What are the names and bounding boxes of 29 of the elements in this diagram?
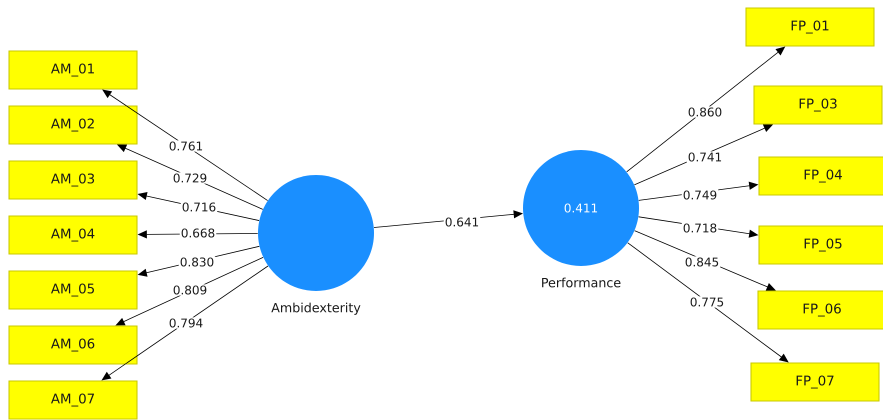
edge-label: 0.761 xyxy=(168,140,204,152)
indicator-box: FP_03 xyxy=(753,85,883,125)
edge-label: 0.860 xyxy=(686,106,724,118)
indicator-box: FP_06 xyxy=(757,290,883,330)
edge-label: 0.809 xyxy=(172,284,208,296)
edge-label: 0.729 xyxy=(172,172,208,184)
indicator-box: AM_01 xyxy=(8,50,138,90)
edge-label: 0.830 xyxy=(178,256,216,268)
indicator-box: AM_04 xyxy=(8,215,138,255)
indicator-box: AM_05 xyxy=(8,270,138,310)
node-label: Ambidexterity xyxy=(271,302,360,315)
edge-label: 0.718 xyxy=(682,222,718,234)
edge-label: 0.668 xyxy=(180,227,216,239)
edge-label: 0.641 xyxy=(444,216,480,228)
node-label: Performance xyxy=(542,278,620,288)
indicator-box: FP_05 xyxy=(758,225,883,265)
indicator-box: FP_01 xyxy=(745,7,875,47)
edge-label: 0.741 xyxy=(686,151,724,163)
edge-label: 0.775 xyxy=(688,296,726,308)
indicator-box: AM_02 xyxy=(8,105,138,145)
indicator-box: FP_07 xyxy=(750,362,880,402)
indicator-box: AM_06 xyxy=(8,325,138,365)
edge-label: 0.749 xyxy=(682,189,718,201)
indicator-box: FP_04 xyxy=(758,156,883,196)
indicator-box: AM_03 xyxy=(8,160,138,200)
edge-label: 0.716 xyxy=(180,201,218,213)
indicator-box: AM_07 xyxy=(8,380,138,420)
edge-label: 0.845 xyxy=(684,256,720,268)
edge-label: 0.794 xyxy=(168,317,204,329)
